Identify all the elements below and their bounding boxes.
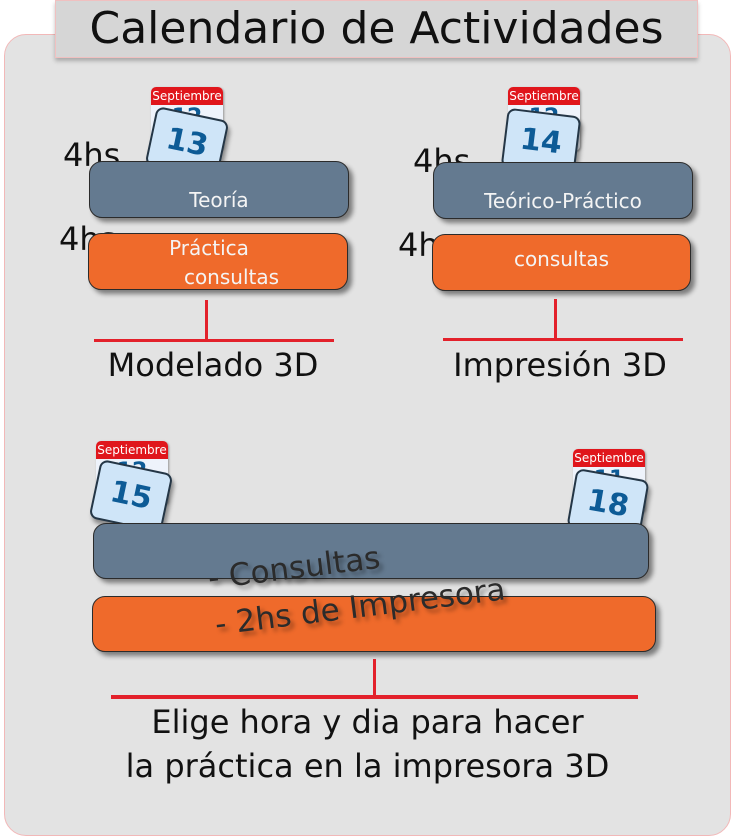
calendar-month: Septiembre [508, 87, 580, 105]
calendar-month: Septiembre [151, 87, 223, 105]
bracket-stem [205, 300, 208, 340]
bracket-line [111, 695, 638, 699]
bracket-line [94, 339, 334, 342]
consultas-bar: consultas [432, 234, 691, 291]
practice-bar-label: Práctica [169, 236, 249, 260]
section-label-impresion: Impresión 3D [453, 346, 667, 384]
theory-bar-label: Teoría [189, 188, 249, 212]
caption-line-1: Elige hora y dia para hacer [151, 703, 584, 741]
caption-line-2: la práctica en la impresora 3D [125, 747, 610, 785]
theory-bar: Teoría [89, 161, 349, 218]
consultas-range-bar [93, 523, 649, 579]
printer-range-bar [92, 596, 656, 652]
theory-practice-bar-label: Teórico-Práctico [484, 189, 642, 213]
bracket-stem [373, 659, 376, 697]
title-bar: Calendario de Actividades [55, 0, 698, 58]
bracket-line [443, 338, 683, 341]
consultas-bar-label: consultas [513, 247, 610, 271]
calendar-month: Septiembre [96, 441, 168, 459]
section-label-modelado: Modelado 3D [107, 346, 319, 384]
consultas-bar-label: consultas [183, 265, 280, 289]
bracket-stem [554, 299, 557, 339]
theory-practice-bar: Teórico-Práctico [433, 162, 693, 219]
page-title: Calendario de Actividades [89, 3, 664, 54]
practice-bar: Práctica consultas [88, 233, 348, 290]
calendar-month: Septiembre [573, 449, 645, 467]
